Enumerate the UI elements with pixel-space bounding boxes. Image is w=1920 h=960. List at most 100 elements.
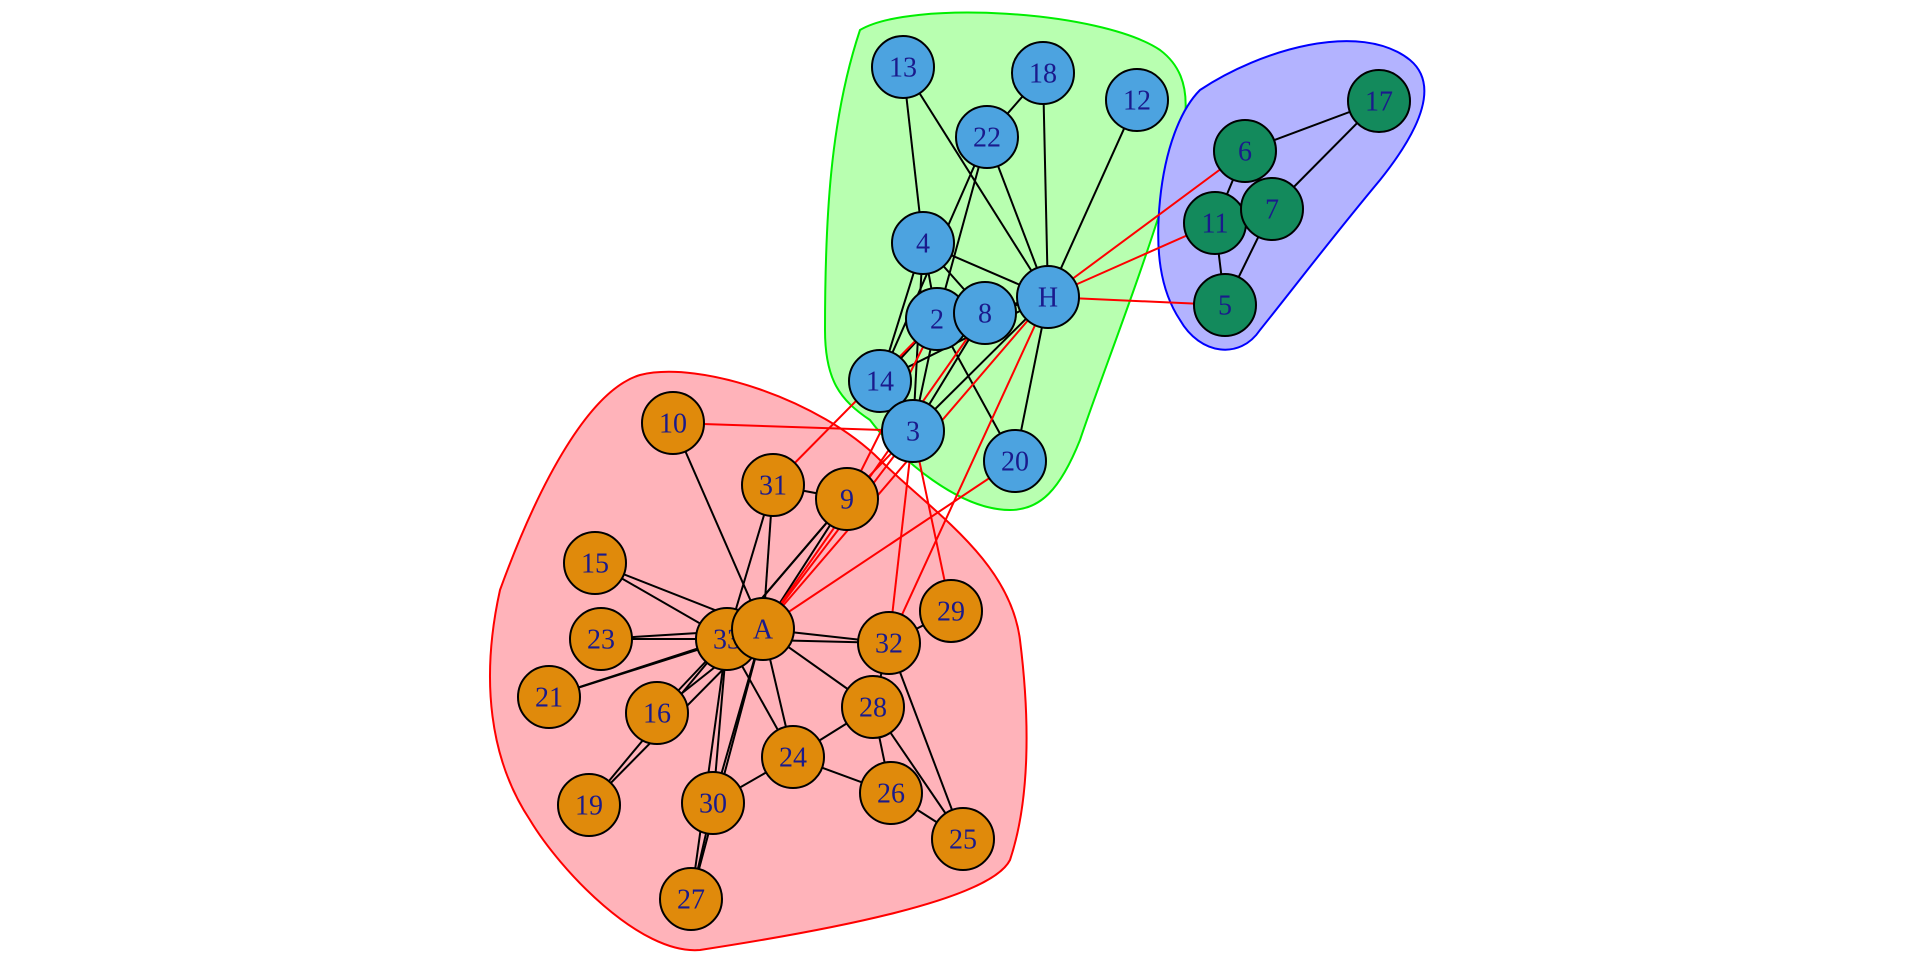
node-circle: [659, 867, 723, 931]
node-circle: [881, 399, 945, 463]
node-circle: [1240, 177, 1304, 241]
node-circle: [563, 531, 627, 595]
node-label: 20: [1001, 447, 1029, 478]
node-circle: [891, 211, 955, 275]
node-label: 27: [677, 885, 705, 916]
edge-A-27: [690, 628, 764, 900]
node-28: 28: [841, 675, 905, 739]
node-12: 12: [1105, 68, 1169, 132]
node-circle: [919, 579, 983, 643]
node-circle: [517, 665, 581, 729]
node-label: 12: [1123, 86, 1151, 117]
node-6: 6: [1213, 119, 1277, 183]
node-label: 4: [916, 229, 930, 260]
node-19: 19: [557, 773, 621, 837]
node-circle: [625, 681, 689, 745]
node-circle: [1347, 69, 1411, 133]
node-label: 26: [877, 779, 905, 810]
node-16: 16: [625, 681, 689, 745]
node-circle: [859, 761, 923, 825]
node-18: 18: [1011, 41, 1075, 105]
edge-10-A: [672, 422, 764, 630]
node-circle: [1193, 273, 1257, 337]
edge-H-6: [1047, 150, 1246, 298]
node-10: 10: [641, 391, 705, 455]
node-label: 22: [973, 123, 1001, 154]
node-31: 31: [741, 453, 805, 517]
edge-18-H: [1042, 72, 1049, 298]
node-4: 4: [891, 211, 955, 275]
node-20: 20: [983, 429, 1047, 493]
node-label: 10: [659, 409, 687, 440]
node-7: 7: [1240, 177, 1304, 241]
node-26: 26: [859, 761, 923, 825]
node-label: 11: [1202, 209, 1229, 240]
node-circle: [731, 597, 795, 661]
node-circle: [953, 281, 1017, 345]
node-label: 9: [840, 485, 854, 516]
node-24: 24: [761, 725, 825, 789]
node-circle: [841, 675, 905, 739]
node-circle: [931, 807, 995, 871]
node-30: 30: [681, 771, 745, 835]
node-23: 23: [569, 607, 633, 671]
edge-31-2: [772, 318, 938, 486]
node-label: 32: [875, 629, 903, 660]
node-label: 28: [859, 693, 887, 724]
node-label: 30: [699, 789, 727, 820]
node-circle: [557, 773, 621, 837]
node-circle: [569, 607, 633, 671]
node-label: 8: [978, 299, 992, 330]
node-3: 3: [881, 399, 945, 463]
node-circle: [1213, 119, 1277, 183]
node-9: 9: [815, 467, 879, 531]
node-5: 5: [1193, 273, 1257, 337]
node-circle: [848, 349, 912, 413]
node-label: 29: [937, 597, 965, 628]
node-A: A: [731, 597, 795, 661]
edge-A-20: [762, 460, 1016, 630]
node-label: 17: [1365, 87, 1393, 118]
node-14: 14: [848, 349, 912, 413]
node-label: A: [753, 615, 774, 646]
node-circle: [857, 611, 921, 675]
node-label: 14: [866, 367, 894, 398]
node-label: H: [1038, 283, 1058, 314]
node-27: 27: [659, 867, 723, 931]
edge-12-H: [1047, 99, 1138, 298]
node-label: 15: [581, 549, 609, 580]
edge-A-8: [762, 312, 986, 630]
node-22: 22: [955, 105, 1019, 169]
node-label: 7: [1265, 195, 1279, 226]
node-11: 11: [1183, 191, 1247, 255]
node-label: 2: [930, 305, 944, 336]
node-circle: [1011, 41, 1075, 105]
node-label: 16: [643, 699, 671, 730]
node-21: 21: [517, 665, 581, 729]
edge-A-3: [762, 430, 914, 630]
node-8: 8: [953, 281, 1017, 345]
node-label: 23: [587, 625, 615, 656]
node-circle: [761, 725, 825, 789]
node-circle: [681, 771, 745, 835]
node-label: 24: [779, 743, 807, 774]
node-label: 18: [1029, 59, 1057, 90]
node-2: 2: [905, 287, 969, 351]
edge-33-27: [690, 638, 728, 900]
node-label: 21: [535, 683, 563, 714]
node-circle: [1105, 68, 1169, 132]
node-circle: [741, 453, 805, 517]
node-label: 5: [1218, 291, 1232, 322]
node-29: 29: [919, 579, 983, 643]
node-17: 17: [1347, 69, 1411, 133]
node-label: 19: [575, 791, 603, 822]
node-15: 15: [563, 531, 627, 595]
node-circle: [641, 391, 705, 455]
edge-32-3: [888, 430, 914, 644]
edge-A-H: [762, 296, 1049, 630]
node-label: 13: [889, 53, 917, 84]
node-circle: [955, 105, 1019, 169]
node-circle: [1016, 265, 1080, 329]
